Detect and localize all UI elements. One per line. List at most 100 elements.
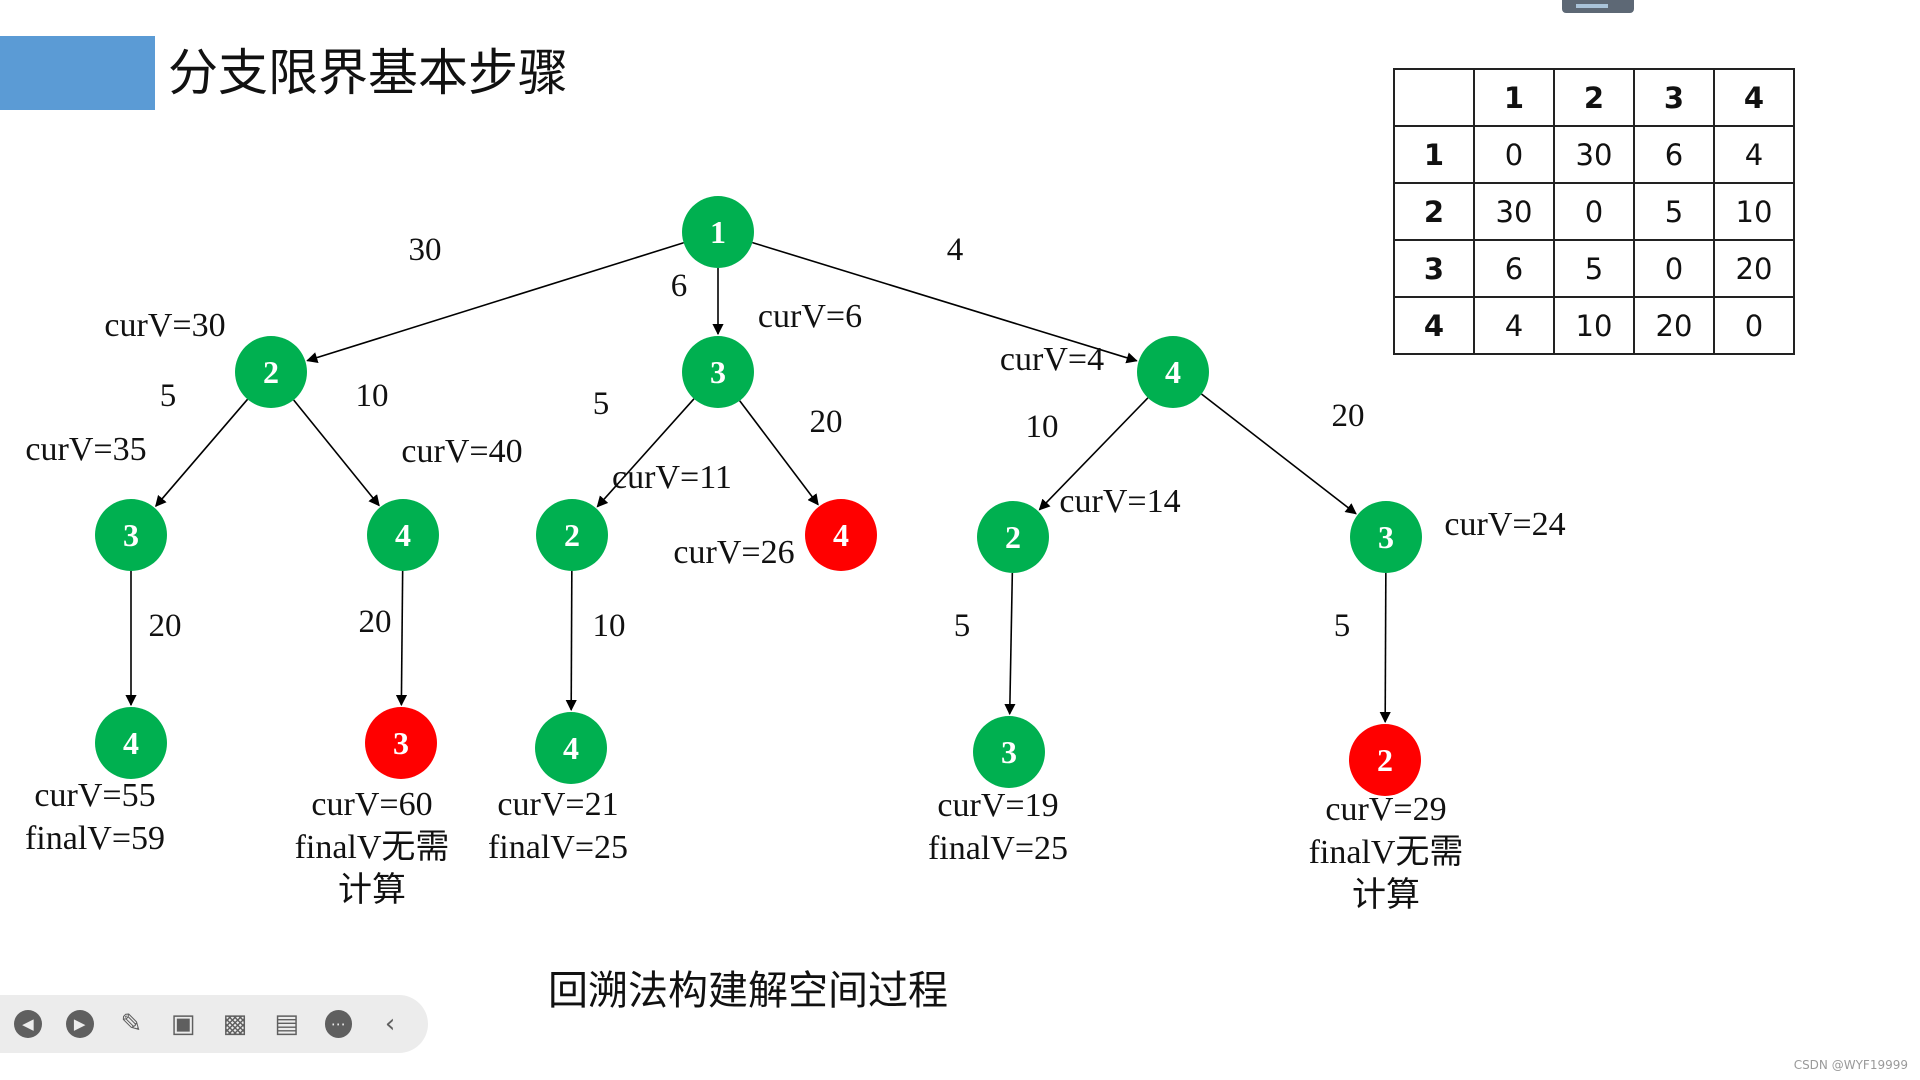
node-label: 4 xyxy=(833,517,849,553)
node-label: 4 xyxy=(1165,354,1181,390)
table-header-row: 1 2 3 4 xyxy=(1393,68,1795,127)
watermark-credit: CSDN @WYF19999 xyxy=(1793,1058,1908,1072)
node-circle xyxy=(535,712,607,784)
tree-edge xyxy=(739,400,819,506)
table-cell: 4 xyxy=(1713,125,1795,184)
tree-node-pruned: 2 xyxy=(1349,724,1421,796)
node-label: 2 xyxy=(1377,742,1393,778)
slide-caption: 回溯法构建解空间过程 xyxy=(548,968,948,1014)
table-cell: 0 xyxy=(1713,296,1795,355)
title-accent-bar xyxy=(0,36,155,110)
tree-edge xyxy=(306,241,684,363)
slide-title: 分支限界基本步骤 xyxy=(168,44,568,102)
column-header: 2 xyxy=(1553,68,1635,127)
video-icon[interactable]: ▩ xyxy=(222,1009,248,1039)
node-cost-annotation: curV=21 xyxy=(497,786,618,823)
node-circle xyxy=(682,196,754,268)
node-circle xyxy=(536,499,608,571)
node-label: 4 xyxy=(563,730,579,766)
node-label: 2 xyxy=(263,354,279,390)
tree-edge xyxy=(1004,572,1016,716)
tree-node: 1 xyxy=(682,196,754,268)
column-header: 4 xyxy=(1713,68,1795,127)
edge-weight-label: 20 xyxy=(149,608,182,644)
play-icon[interactable]: ▶ xyxy=(65,1010,94,1038)
tree-edge xyxy=(1379,572,1391,724)
presenter-status-widget[interactable] xyxy=(1562,0,1634,13)
presentation-toolbar: ◀ ▶ ✎ ▣ ▩ ▤ ⋯ ‹ xyxy=(0,995,428,1053)
tree-node-pruned: 4 xyxy=(805,499,877,571)
edge-weight-label: 6 xyxy=(671,268,688,304)
node-cost-annotation: curV=4 xyxy=(1000,341,1104,378)
tree-node: 4 xyxy=(367,499,439,571)
node-circle xyxy=(1137,336,1209,408)
tree-edge xyxy=(1200,393,1357,515)
table-cell: 0 xyxy=(1473,125,1555,184)
table-row: 1 0 30 6 4 xyxy=(1393,125,1795,184)
node-cost-annotation: curV=60 xyxy=(311,786,432,823)
tree-node: 3 xyxy=(95,499,167,571)
tree-node: 3 xyxy=(973,716,1045,788)
edge-weight-label: 10 xyxy=(356,378,389,414)
table-cell: 20 xyxy=(1633,296,1715,355)
node-circle xyxy=(1349,724,1421,796)
table-row: 2 30 0 5 10 xyxy=(1393,182,1795,241)
node-label: 4 xyxy=(395,517,411,553)
node-circle xyxy=(367,499,439,571)
tree-node: 4 xyxy=(535,712,607,784)
tree-node: 4 xyxy=(1137,336,1209,408)
node-cost-annotation: curV=40 xyxy=(401,433,522,470)
node-cost-annotation: curV=19 xyxy=(937,787,1058,824)
node-cost-annotation: curV=55 xyxy=(34,777,155,814)
table-cell: 4 xyxy=(1473,296,1555,355)
prev-icon[interactable]: ◀ xyxy=(14,1010,42,1038)
node-label: 3 xyxy=(1001,734,1017,770)
edge-weight-label: 20 xyxy=(359,604,392,640)
table-corner-cell xyxy=(1393,68,1475,127)
edge-weight-label: 10 xyxy=(1026,409,1059,445)
tree-node: 3 xyxy=(1350,501,1422,573)
node-circle xyxy=(365,707,437,779)
node-cost-annotation: curV=30 xyxy=(104,307,225,344)
node-cost-annotation: curV=29 xyxy=(1325,791,1446,828)
table-cell: 6 xyxy=(1633,125,1715,184)
table-cell: 10 xyxy=(1553,296,1635,355)
row-header: 4 xyxy=(1393,296,1475,355)
node-label: 3 xyxy=(1378,519,1394,555)
node-cost-annotation: curV=6 xyxy=(758,298,862,335)
table-cell: 5 xyxy=(1633,182,1715,241)
edge-weight-label: 5 xyxy=(160,378,177,414)
more-icon[interactable]: ⋯ xyxy=(324,1010,353,1038)
node-label: 1 xyxy=(710,214,726,250)
node-cost-annotation: curV=24 xyxy=(1444,506,1565,543)
table-cell: 5 xyxy=(1553,239,1635,298)
collapse-icon[interactable]: ‹ xyxy=(384,1009,396,1039)
tree-node: 4 xyxy=(95,707,167,779)
node-cost-annotation: finalV=59 xyxy=(25,820,165,857)
screenshot-icon[interactable]: ▣ xyxy=(170,1009,196,1039)
table-cell: 0 xyxy=(1553,182,1635,241)
edge-weight-label: 20 xyxy=(1332,398,1365,434)
node-label: 3 xyxy=(393,725,409,761)
table-cell: 0 xyxy=(1633,239,1715,298)
tree-node-pruned: 3 xyxy=(365,707,437,779)
node-cost-annotation: curV=35 xyxy=(25,431,146,468)
node-label: 2 xyxy=(564,517,580,553)
node-circle xyxy=(977,501,1049,573)
node-circle xyxy=(805,499,877,571)
node-circle xyxy=(95,499,167,571)
pen-icon[interactable]: ✎ xyxy=(120,1009,143,1039)
tree-edge xyxy=(565,570,577,712)
node-cost-annotation: curV=14 xyxy=(1059,483,1180,520)
edge-weight-label: 20 xyxy=(810,404,843,440)
node-label: 2 xyxy=(1005,519,1021,555)
node-cost-annotation: finalV=25 xyxy=(928,830,1068,867)
table-cell: 30 xyxy=(1473,182,1555,241)
comment-icon[interactable]: ▤ xyxy=(274,1009,299,1039)
node-cost-annotation: finalV无需 xyxy=(295,829,450,866)
node-cost-annotation: finalV=25 xyxy=(488,829,628,866)
edge-weight-label: 10 xyxy=(593,608,626,644)
table-cell: 6 xyxy=(1473,239,1555,298)
node-cost-annotation: curV=26 xyxy=(673,534,794,571)
